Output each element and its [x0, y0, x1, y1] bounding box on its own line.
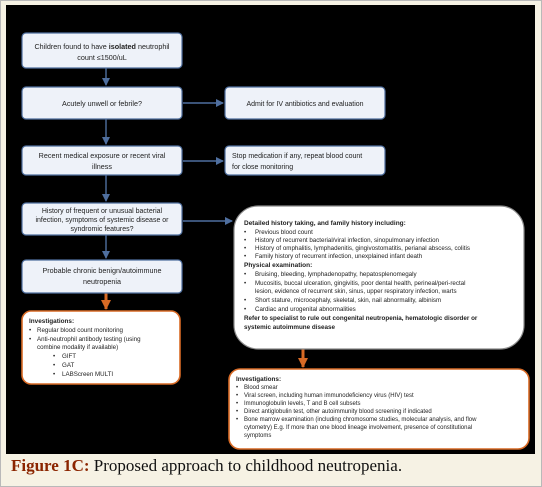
connector-arrows: [102, 68, 233, 259]
exam-item-0: Bruising, bleeding, lymphadenopathy, hep…: [255, 271, 417, 278]
bullet: •: [244, 271, 246, 278]
exam-title: Physical examination:: [244, 262, 312, 269]
bullet: •: [244, 297, 246, 304]
benign-line1: Probable chronic benign/autoimmune: [42, 266, 161, 275]
inv-left-title: Investigations:: [29, 318, 74, 325]
inv-left-sub-bullet: •: [53, 353, 55, 360]
inv-right-item-6: symptoms: [244, 433, 271, 439]
isolated-line2: count ≤1500/uL: [77, 53, 127, 62]
bullet: •: [244, 253, 246, 260]
bullet: •: [236, 401, 238, 407]
inv-right-item-4: Bone marrow examination (including chrom…: [244, 417, 477, 423]
inv-left-sub-bullet: •: [53, 362, 55, 369]
exposure-line2: illness: [92, 162, 112, 171]
box-admit: Admit for IV antibiotics and evaluation: [224, 86, 386, 120]
history-item-0: Previous blood count: [255, 229, 313, 236]
inv-left-item-1: Anti-neutrophil antibody testing (using: [37, 336, 141, 343]
inv-left-sub-0: GIFT: [62, 353, 76, 360]
box-investigations-left: Investigations: • Regular blood count mo…: [21, 310, 181, 385]
exam-item-1: Mucositis, buccal ulceration, gingivitis…: [255, 280, 465, 287]
bullet: •: [236, 393, 238, 399]
bullet: •: [244, 306, 246, 313]
history-line3: syndromic features?: [70, 226, 133, 233]
inv-right-item-3: Direct antiglobulin test, other autoimmu…: [244, 409, 432, 415]
isolated-line1-pre: Children found to have: [34, 42, 108, 51]
isolated-line1-post: neutrophil: [136, 42, 170, 51]
flowchart-svg: Children found to have isolated neutroph…: [21, 32, 530, 450]
inv-left-item-0: Regular blood count monitoring: [37, 327, 124, 334]
inv-right-item-0: Blood smear: [244, 385, 278, 391]
flowchart-canvas: Children found to have isolated neutroph…: [6, 5, 535, 454]
caption-text: Proposed approach to childhood neutropen…: [89, 456, 403, 475]
inv-left-bullet: •: [29, 327, 31, 334]
orange-arrows: [101, 293, 308, 368]
figure-caption: Figure 1C: Proposed approach to childhoo…: [11, 456, 402, 476]
inv-left-sub-2: LABScreen MULTI: [62, 371, 113, 378]
svg-text:Children found to have isolate: Children found to have isolated neutroph…: [34, 42, 169, 51]
inv-right-item-5: cytometry) E.g. If more than one blood l…: [244, 425, 472, 431]
bullet: •: [244, 229, 246, 236]
box-probable-benign: Probable chronic benign/autoimmune neutr…: [21, 259, 183, 294]
box-investigations-right: Investigations: • Blood smear • Viral sc…: [228, 368, 530, 450]
history-item-2: History of omphalitis, lymphadenitis, gi…: [255, 245, 470, 252]
unwell-text: Acutely unwell or febrile?: [62, 99, 142, 108]
inv-right-title: Investigations:: [236, 376, 281, 383]
history-line2: infection, symptoms of systemic disease …: [35, 217, 169, 224]
box-detailed-history: Detailed history taking, and family hist…: [233, 205, 525, 350]
exposure-line1: Recent medical exposure or recent viral: [39, 151, 166, 160]
inv-right-item-1: Viral screen, including human immunodefi…: [244, 393, 414, 399]
history-item-1: History of recurrent bacterial/viral inf…: [255, 237, 440, 244]
inv-left-item-2: combine modality if available): [37, 344, 118, 351]
exam-item-2: lesion, evidence of recurrent skin, sinu…: [255, 288, 457, 295]
box-stop-medication: Stop medication if any, repeat blood cou…: [224, 145, 386, 176]
box-recent-exposure: Recent medical exposure or recent viral …: [21, 145, 183, 176]
bullet: •: [244, 237, 246, 244]
inv-left-sub-bullet: •: [53, 371, 55, 378]
stop-line1: Stop medication if any, repeat blood cou…: [232, 153, 362, 160]
inv-left-bullet: •: [29, 336, 31, 343]
bullet: •: [236, 417, 238, 423]
detailed-title: Detailed history taking, and family hist…: [244, 220, 406, 227]
box-acutely-unwell: Acutely unwell or febrile?: [21, 86, 183, 120]
box-history-infection: History of frequent or unusual bacterial…: [21, 202, 183, 236]
exam-item-3: Short stature, microcephaly, skeletal, s…: [255, 297, 441, 304]
history-line1: History of frequent or unusual bacterial: [42, 208, 163, 215]
bullet: •: [236, 409, 238, 415]
caption-label: Figure 1C:: [11, 456, 90, 475]
refer-line1: Refer to specialist to rule out congenit…: [244, 315, 478, 322]
bullet: •: [244, 245, 246, 252]
admit-text: Admit for IV antibiotics and evaluation: [246, 101, 363, 108]
bullet: •: [236, 385, 238, 391]
refer-line2: systemic autoimmune disease: [244, 324, 335, 331]
isolated-line1-bold: isolated: [109, 42, 136, 51]
history-item-3: Family history of recurrent infection, u…: [255, 253, 423, 260]
box-isolated-neutrophil: Children found to have isolated neutroph…: [21, 32, 183, 69]
inv-left-sub-1: GAT: [62, 362, 74, 369]
exam-item-4: Cardiac and urogenital abnormalities: [255, 306, 356, 313]
bullet: •: [244, 280, 246, 287]
stop-line2: for close monitoring: [232, 164, 293, 171]
benign-line2: neutropenia: [83, 277, 121, 286]
inv-right-item-2: Immunoglobulin levels, T and B cell subs…: [244, 401, 361, 407]
